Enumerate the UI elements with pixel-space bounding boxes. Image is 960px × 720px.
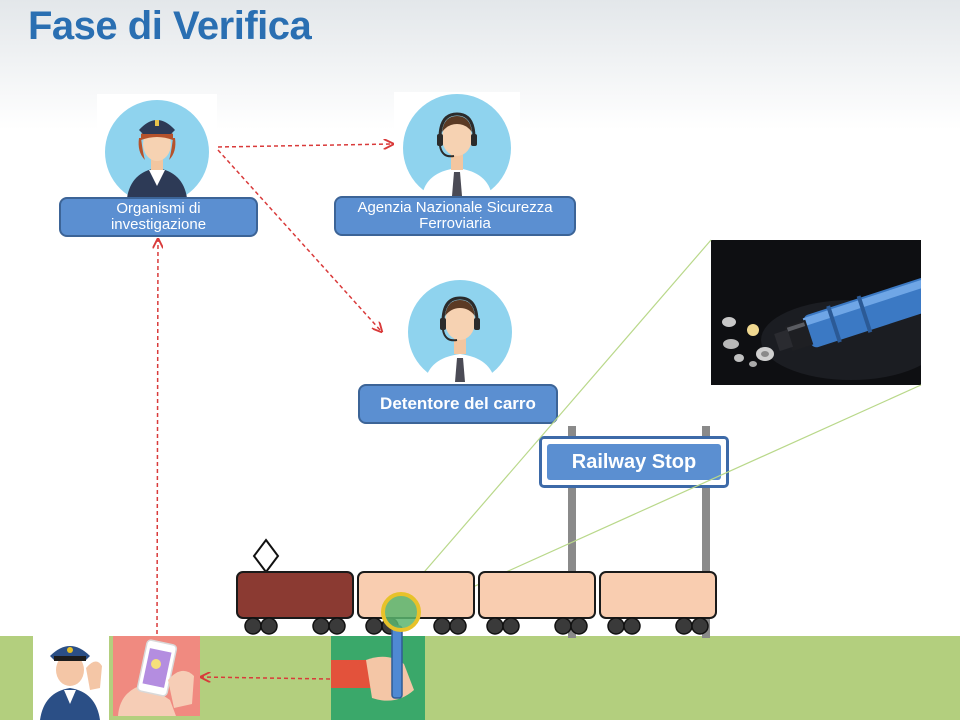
- magnifier-inspection-icon: [331, 592, 425, 720]
- pantograph: [252, 538, 280, 574]
- investigation-body-box: Organismi di investigazione: [59, 197, 258, 237]
- train: [236, 571, 717, 635]
- railway-stop-label: Railway Stop: [547, 444, 721, 480]
- wagon-locomotive: [236, 571, 354, 619]
- female-officer-icon: [97, 94, 217, 198]
- police-officer-icon: [33, 636, 109, 720]
- railway-stop-sign: Railway Stop: [539, 436, 729, 488]
- zoom-line-top: [399, 239, 712, 601]
- headset-operator-icon: [401, 276, 519, 382]
- sign-post-right: [702, 426, 710, 638]
- arrow-phone-to-investigation: [157, 240, 158, 635]
- sign-post-left: [568, 426, 576, 638]
- arrow-inspection-to-phone: [202, 677, 331, 679]
- mechanical-part-photo: [711, 240, 941, 385]
- arrow-investigation-to-ansf: [217, 144, 392, 147]
- headset-operator-icon: [394, 92, 520, 196]
- owner-label: Detentore del carro: [380, 394, 536, 413]
- arrow-investigation-to-owner: [217, 149, 381, 331]
- wagon-3: [478, 571, 596, 619]
- page-title: Fase di Verifica: [28, 4, 312, 48]
- ansf-box: Agenzia Nazionale Sicurezza Ferroviaria: [334, 196, 576, 236]
- investigation-label-line2: investigazione: [110, 216, 207, 233]
- wagon-4: [599, 571, 717, 619]
- ansf-label-line1: Agenzia Nazionale Sicurezza: [357, 199, 553, 216]
- smartphone-photo-icon: [113, 636, 200, 716]
- ansf-label-line2: Ferroviaria: [419, 215, 491, 232]
- investigation-label-line1: Organismi di: [116, 200, 201, 217]
- wheels: [244, 617, 709, 635]
- owner-box: Detentore del carro: [358, 384, 558, 424]
